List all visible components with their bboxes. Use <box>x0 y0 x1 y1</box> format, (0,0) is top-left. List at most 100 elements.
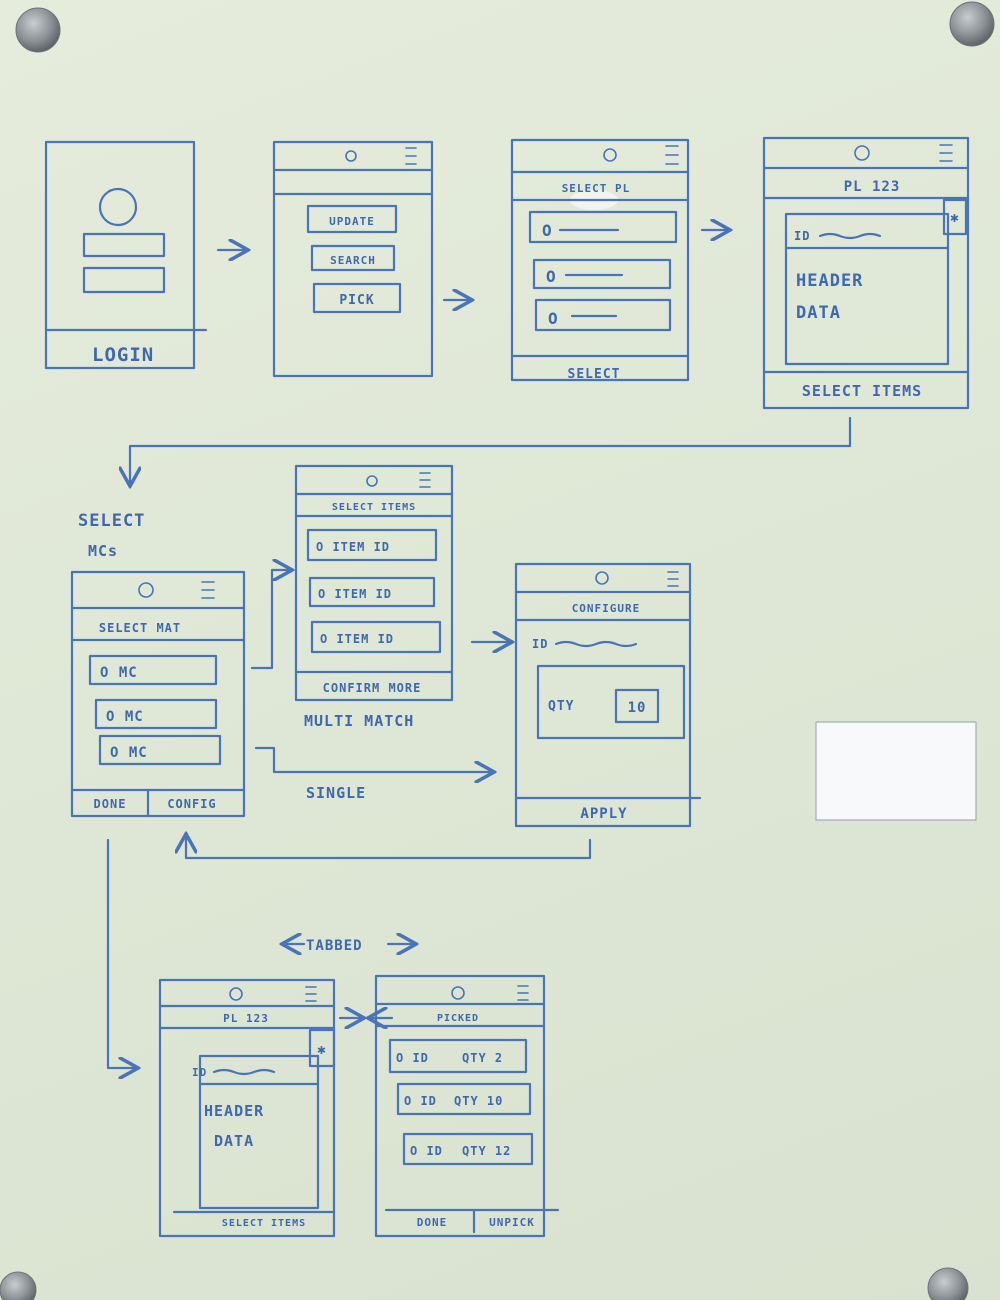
logo-icon <box>366 475 378 487</box>
mount-top-right <box>949 1 995 47</box>
hamburger-icon <box>305 986 317 1002</box>
picked-row-3-id: O ID <box>410 1144 443 1158</box>
pl-tab-header-card <box>198 1054 320 1210</box>
pl-row-1 <box>528 210 678 244</box>
search-label: SEARCH <box>330 254 376 267</box>
qty-input <box>614 688 660 724</box>
arrow-selectmat-single <box>254 746 492 772</box>
screen-select-mat: SELECT MAT O MC O MC O MC DONE CONFIG <box>70 570 246 818</box>
logo-icon <box>854 145 870 161</box>
configure-id-squiggle <box>554 640 638 648</box>
annotation-single: SINGLE <box>306 784 366 802</box>
screen-configure: CONFIGURE ID QTY 10 APPLY <box>514 562 702 828</box>
avatar-icon <box>98 187 138 227</box>
pl-detail-title: PL 123 <box>844 179 901 195</box>
mc-row-3-label: O MC <box>110 745 148 761</box>
select-pl-title: SELECT PL <box>562 182 631 195</box>
select-mat-title: SELECT MAT <box>99 621 181 635</box>
pl-tab-footer: SELECT ITEMS <box>222 1218 306 1229</box>
annotation-tabbed: TABBED <box>306 938 363 954</box>
header-card <box>784 212 950 366</box>
mc-row-1 <box>88 654 218 686</box>
qty-panel <box>536 664 686 740</box>
hamburger-icon <box>517 985 529 1001</box>
pl-row-lines <box>558 228 624 318</box>
logo-icon <box>345 150 357 162</box>
picked-row-2 <box>396 1082 532 1116</box>
mount-top-left <box>15 7 61 53</box>
screen-pl-tab: PL 123 ✱ ID HEADER DATA SELECT ITEMS <box>158 978 336 1238</box>
arrow-configure-back <box>186 836 592 860</box>
configure-title: CONFIGURE <box>572 602 641 615</box>
item-row-1-label: O ITEM ID <box>316 540 390 554</box>
logo-icon <box>451 986 465 1000</box>
hamburger-icon <box>405 147 417 165</box>
picked-row-2-id: O ID <box>404 1094 437 1108</box>
qty-value: 10 <box>628 700 647 716</box>
select-items-title: SELECT ITEMS <box>332 502 416 513</box>
picked-row-1-id: O ID <box>396 1051 429 1065</box>
annotation-multi-match: MULTI MATCH <box>304 712 414 730</box>
star-icon: ✱ <box>317 1042 326 1058</box>
password-field <box>82 266 166 294</box>
logo-icon <box>595 571 609 585</box>
screen-picked-tab: PICKED O ID QTY 2 O ID QTY 10 O ID QTY 1… <box>374 974 560 1238</box>
configure-id-label: ID <box>532 637 548 651</box>
arrow-selectmat-multi <box>250 570 290 670</box>
annotation-select: SELECT <box>78 511 145 531</box>
star-badge <box>308 1028 336 1068</box>
picked-row-1-qty: QTY 2 <box>462 1051 503 1065</box>
picked-unpick-label: UNPICK <box>489 1216 535 1229</box>
mc-row-3 <box>98 734 222 766</box>
item-row-2-label: O ITEM ID <box>318 587 392 601</box>
star-badge <box>942 198 968 236</box>
id-value-squiggle <box>818 232 882 240</box>
mc-row-1-label: O MC <box>100 665 138 681</box>
arrow-selectmat-tabbed <box>106 838 136 1068</box>
login-label: LOGIN <box>92 344 154 366</box>
apply-label: APPLY <box>580 806 627 822</box>
select-pl-footer: SELECT <box>568 367 621 382</box>
hamburger-icon <box>201 581 215 599</box>
picked-row-1 <box>388 1038 528 1074</box>
pl-tab-data-label: DATA <box>214 1132 254 1150</box>
config-label: CONFIG <box>167 797 216 811</box>
pl-row-2 <box>532 258 672 290</box>
picked-done-label: DONE <box>417 1216 448 1229</box>
data-label: DATA <box>796 303 841 323</box>
picked-row-3 <box>402 1132 534 1166</box>
qty-label: QTY <box>548 699 574 714</box>
picked-title: PICKED <box>437 1013 479 1024</box>
logo-icon <box>229 987 243 1001</box>
hamburger-icon <box>419 472 431 488</box>
screen-select-pl: SELECT PL O O O SELECT <box>510 138 690 382</box>
done-label: DONE <box>94 797 127 811</box>
select-items-footer: CONFIRM MORE <box>323 681 422 695</box>
item-row-3 <box>310 620 442 654</box>
mc-row-2-label: O MC <box>106 709 144 725</box>
pl-tab-id-squiggle <box>212 1068 276 1076</box>
screen-login: LOGIN <box>44 140 208 370</box>
screen-pl-detail: PL 123 ✱ ID HEADER DATA SELECT ITEMS <box>762 136 970 410</box>
pl-tab-title: PL 123 <box>223 1012 269 1025</box>
mount-bottom-left <box>0 1271 37 1300</box>
pl-row-3-label: O <box>548 309 559 328</box>
pick-button <box>312 282 402 314</box>
item-row-2 <box>308 576 436 608</box>
mount-bottom-right <box>927 1267 969 1300</box>
id-label: ID <box>794 229 810 243</box>
pl-row-2-label: O <box>546 267 557 286</box>
pl-tab-header-label: HEADER <box>204 1102 264 1120</box>
search-button <box>310 244 396 272</box>
pl-row-3 <box>534 298 672 332</box>
screen-menu: UPDATE SEARCH PICK <box>272 140 434 378</box>
pl-detail-footer: SELECT ITEMS <box>802 382 922 400</box>
logo-icon <box>138 582 154 598</box>
picked-row-2-qty: QTY 10 <box>454 1094 503 1108</box>
reflection-screen <box>815 721 977 821</box>
update-button <box>306 204 398 234</box>
annotation-mcs: MCs <box>88 542 118 560</box>
item-row-3-label: O ITEM ID <box>320 632 394 646</box>
username-field <box>82 232 166 258</box>
